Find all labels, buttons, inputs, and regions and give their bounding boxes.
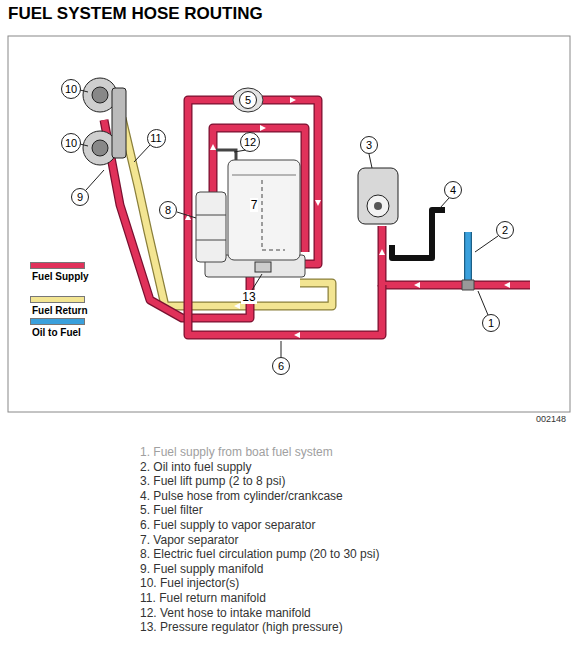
legend-text: Fuel Return	[32, 305, 88, 316]
callout-number: 2	[502, 225, 508, 236]
parts-list-item: 12. Vent hose to intake manifold	[140, 606, 311, 620]
callout-circle: 12	[240, 132, 260, 152]
parts-list-item: 3. Fuel lift pump (2 to 8 psi)	[140, 474, 285, 488]
callout-circle: 10	[61, 133, 81, 153]
parts-list-item: 5. Fuel filter	[140, 503, 203, 517]
parts-list-item: 11. Fuel return manifold	[140, 591, 266, 605]
callout-number: 10	[65, 138, 77, 149]
callout-circle: 2	[496, 221, 514, 239]
parts-list-item: 4. Pulse hose from cylinder/crankcase	[140, 489, 343, 503]
parts-list-item: 2. Oil into fuel supply	[140, 460, 251, 474]
callout-circle: 5	[239, 91, 257, 109]
parts-list-item: 10. Fuel injector(s)	[140, 576, 239, 590]
callout-number: 13	[241, 290, 256, 304]
legend-text: Fuel Supply	[32, 271, 89, 282]
legend-swatch	[30, 296, 85, 303]
callout-number: 9	[77, 192, 83, 203]
legend-text: Oil to Fuel	[32, 327, 81, 338]
callout-number: 8	[165, 205, 171, 216]
callout-number: 12	[244, 137, 256, 148]
figure-number: 002148	[536, 414, 566, 425]
callout-circle: 1	[482, 314, 500, 332]
callout-number: 1	[488, 318, 494, 329]
parts-list-item: 1. Fuel supply from boat fuel system	[140, 445, 333, 459]
callout-circle: 8	[159, 201, 177, 219]
callout-number: 5	[245, 95, 251, 106]
callout-circle: 9	[71, 188, 89, 206]
parts-list-item: 13. Pressure regulator (high pressure)	[140, 620, 343, 634]
callout-number: 7	[250, 198, 259, 212]
legend-swatch	[30, 318, 85, 325]
callout-circle: 10	[61, 79, 81, 99]
parts-list-item: 8. Electric fuel circulation pump (20 to…	[140, 547, 379, 561]
parts-list-item: 9. Fuel supply manifold	[140, 562, 263, 576]
callout-number: 10	[65, 84, 77, 95]
parts-list-item: 6. Fuel supply to vapor separator	[140, 518, 315, 532]
callout-number: 6	[278, 361, 284, 372]
diagram-title: FUEL SYSTEM HOSE ROUTING	[8, 4, 263, 24]
legend-swatch	[30, 262, 85, 269]
callout-circle: 3	[360, 136, 378, 154]
callout-number: 11	[150, 133, 161, 144]
callout-circle: 4	[444, 181, 462, 199]
callout-circle: 11	[147, 129, 166, 148]
callout-circle: 6	[272, 357, 290, 375]
callout-number: 4	[450, 185, 456, 196]
parts-list-item: 7. Vapor separator	[140, 533, 239, 547]
callout-number: 3	[366, 140, 372, 151]
